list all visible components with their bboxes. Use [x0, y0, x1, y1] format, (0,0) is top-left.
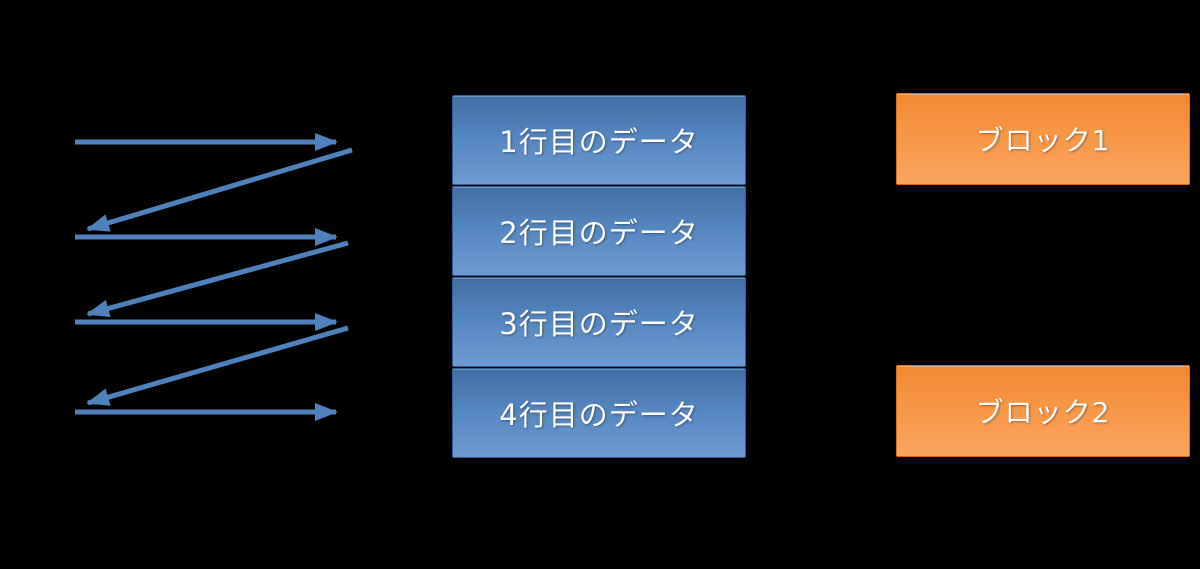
block-box-2: ブロック2: [896, 365, 1190, 457]
row-data-label-3: 3行目のデータ: [499, 307, 699, 341]
row-data-label-4: 4行目のデータ: [499, 398, 699, 432]
block-label-1: ブロック1: [975, 124, 1111, 157]
scan-arrow-return-2: [86, 240, 349, 318]
row-data-box-1: 1行目のデータ: [452, 95, 746, 185]
row-data-box-4: 4行目のデータ: [452, 368, 746, 458]
scan-arrow-return-3: [86, 325, 349, 406]
row-data-label-1: 1行目のデータ: [499, 125, 699, 159]
row-data-stack: 1行目のデータ 2行目のデータ 3行目のデータ 4行目のデータ: [452, 95, 746, 459]
row-data-box-3: 3行目のデータ: [452, 277, 746, 367]
block-label-2: ブロック2: [975, 396, 1111, 429]
scan-arrow-return-1: [86, 147, 353, 232]
row-data-label-2: 2行目のデータ: [499, 216, 699, 250]
block-box-1: ブロック1: [896, 93, 1190, 185]
row-data-box-2: 2行目のデータ: [452, 186, 746, 276]
